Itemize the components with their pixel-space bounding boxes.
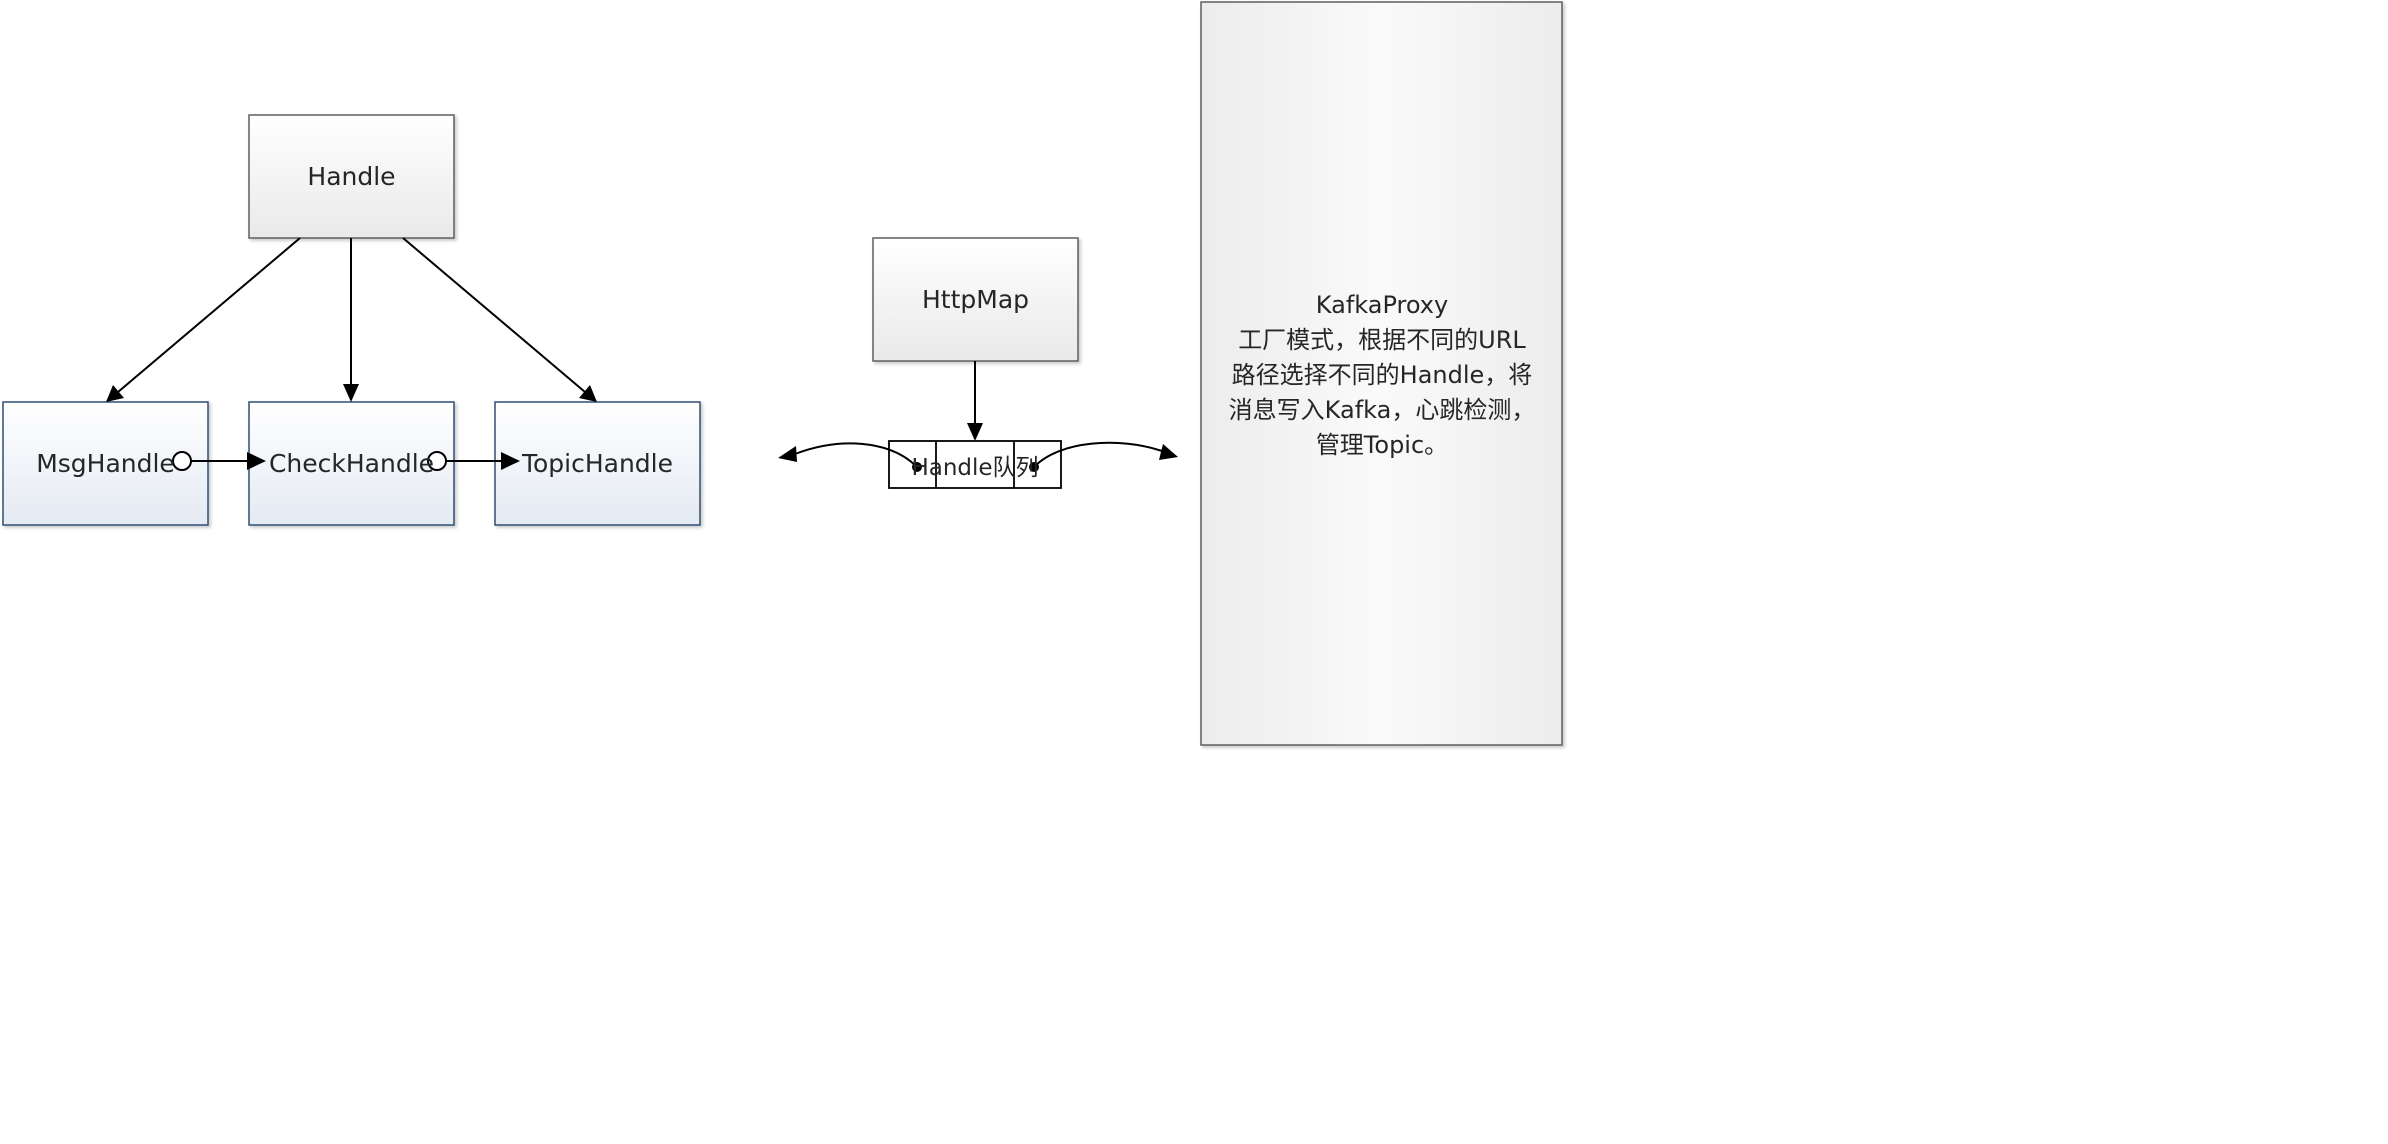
kafka-proxy-line: 路径选择不同的Handle，将 xyxy=(1231,361,1533,389)
chain-connectors xyxy=(172,451,520,471)
queue-prev-arrowhead xyxy=(778,446,797,462)
kafka-proxy-line: 消息写入Kafka，心跳检测， xyxy=(1228,396,1536,424)
arrow-handle-to-topichandle xyxy=(402,237,586,393)
connector-circle-checkhandle xyxy=(427,451,447,471)
handle-queue xyxy=(778,440,1178,489)
kafka-proxy-text: KafkaProxy 工厂模式，根据不同的URL 路径选择不同的Handle，将… xyxy=(1203,288,1561,463)
arrowhead-check xyxy=(247,452,266,470)
kafka-proxy-line: 管理Topic。 xyxy=(1315,431,1449,459)
handle-box xyxy=(248,114,455,239)
arrowhead-topic xyxy=(501,452,520,470)
httpmap-queue-link xyxy=(967,361,983,441)
arrowhead-msghandle xyxy=(106,385,124,402)
queue-next-arrowhead xyxy=(1159,444,1178,460)
queue-next-link xyxy=(1033,441,1163,468)
check-handle-box xyxy=(248,401,455,526)
queue-prev-link xyxy=(794,442,918,468)
topic-handle-box xyxy=(494,401,701,526)
queue-prev-dot xyxy=(912,462,922,472)
http-map-box xyxy=(872,237,1079,362)
kafka-proxy-box xyxy=(1200,1,1563,746)
arrowhead-queue xyxy=(967,423,983,441)
kafka-proxy-title: KafkaProxy xyxy=(1315,291,1449,319)
queue-next-dot xyxy=(1029,462,1039,472)
arrowhead-checkhandle xyxy=(343,384,359,402)
inheritance-arrows xyxy=(106,237,597,402)
diagram-canvas xyxy=(2,1,1563,746)
arrow-handle-to-msghandle xyxy=(117,237,301,393)
connector-circle-msghandle xyxy=(172,451,192,471)
kafka-proxy-line: 工厂模式，根据不同的URL xyxy=(1238,326,1526,354)
arrowhead-topichandle xyxy=(579,385,597,402)
